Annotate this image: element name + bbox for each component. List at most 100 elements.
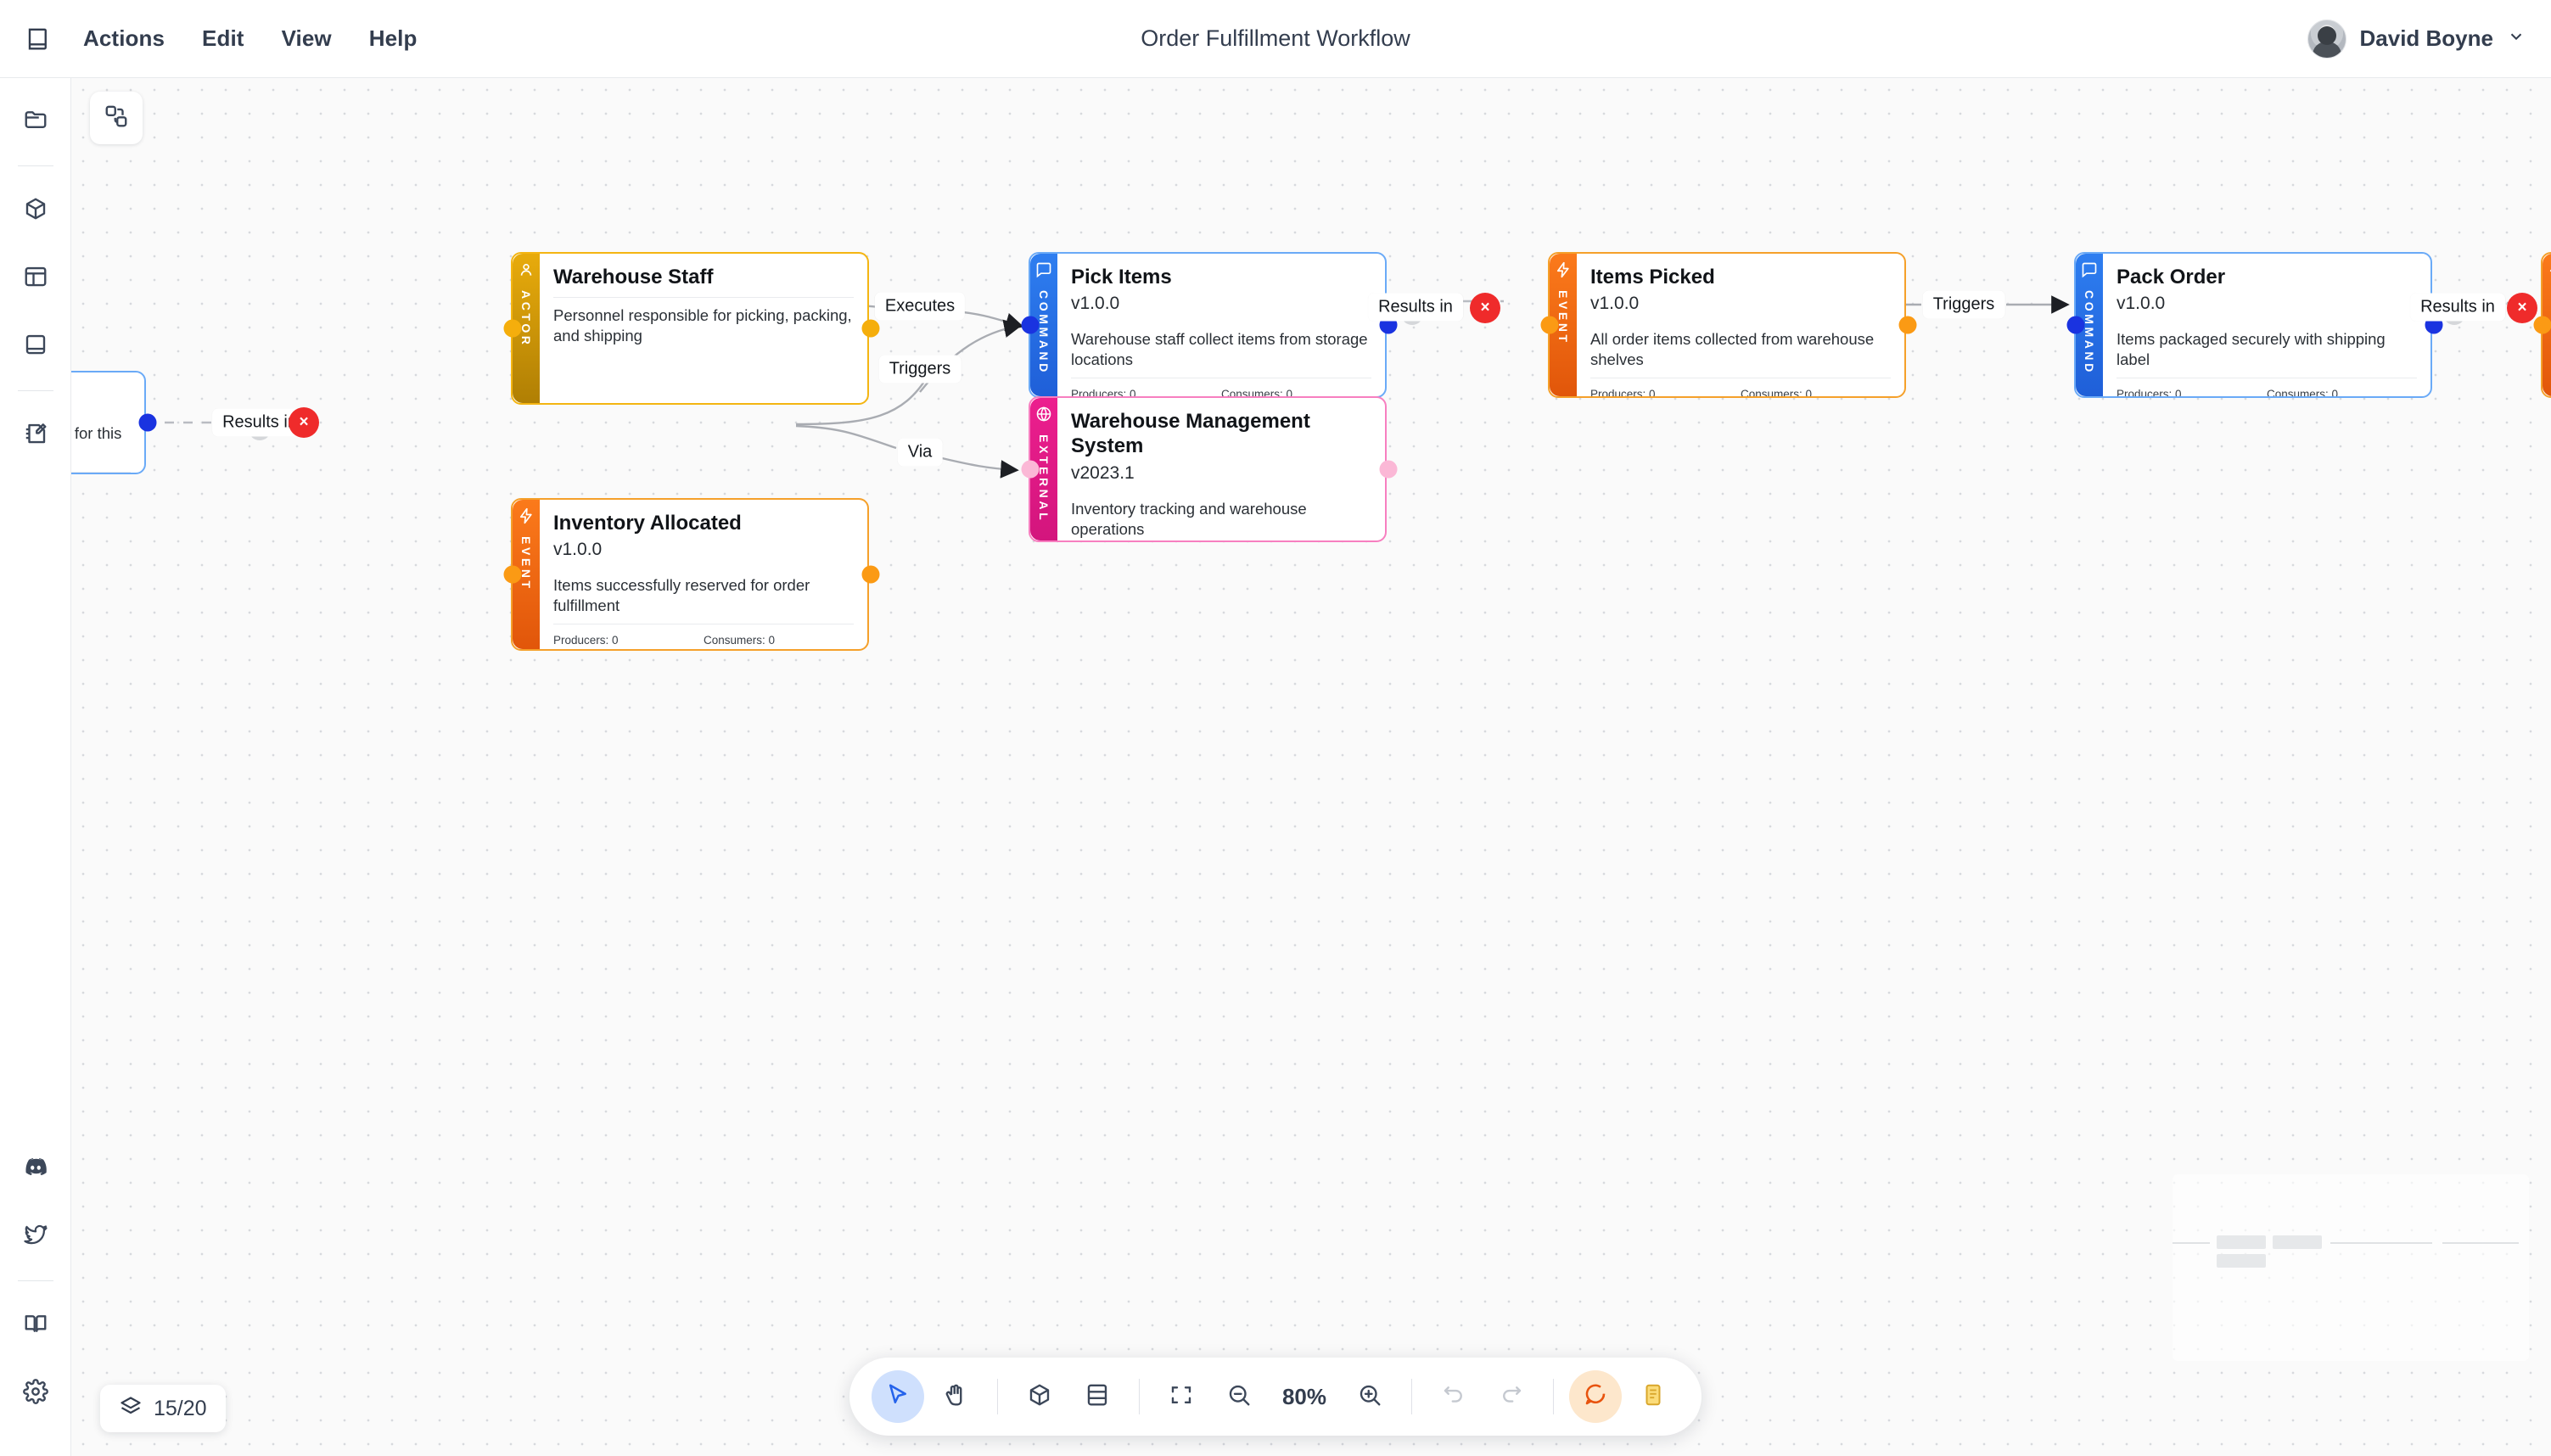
app-logo-icon[interactable] bbox=[19, 20, 58, 59]
node-handle-right[interactable] bbox=[1898, 316, 1917, 334]
toolbar-divider-3 bbox=[1411, 1379, 1413, 1414]
node-producers-owners: Producers: 0 Owners: 0 bbox=[1071, 386, 1221, 396]
divider bbox=[553, 297, 854, 299]
node-description: Items successfully reserved for order fu… bbox=[553, 576, 810, 615]
cursor-icon bbox=[885, 1382, 911, 1412]
node-stats: Producers: 0 Owners: 0 Consumers: 0 bbox=[2116, 378, 2417, 396]
node-handle-right[interactable] bbox=[1379, 460, 1398, 479]
sidebar-item-documentation[interactable] bbox=[11, 1301, 60, 1350]
edge-label-results-in-2[interactable]: Results in bbox=[1368, 293, 1463, 322]
fit-view-button[interactable] bbox=[1155, 1370, 1208, 1423]
node-items-picked[interactable]: EVENT Items Picked v1.0.0 All order item… bbox=[1540, 252, 1917, 398]
sidebar-item-files[interactable] bbox=[11, 97, 60, 146]
layers-icon bbox=[119, 1395, 143, 1423]
node-type-label: ACTOR bbox=[519, 290, 533, 348]
sidebar-item-layout[interactable] bbox=[11, 254, 60, 303]
node-type-label: COMMAND bbox=[2083, 290, 2096, 375]
select-tool-button[interactable] bbox=[871, 1370, 924, 1423]
package-icon bbox=[1027, 1382, 1052, 1412]
node-pick-items[interactable]: COMMAND Pick Items v1.0.0 Warehouse staf… bbox=[1021, 252, 1398, 398]
node-handle-left[interactable] bbox=[1021, 460, 1040, 479]
node-type-label: EXTERNAL bbox=[1037, 434, 1051, 524]
node-producers-owners: Producers: 0 Owners: 0 bbox=[1590, 386, 1741, 396]
edge-label-results-in-3[interactable]: Results in bbox=[2410, 293, 2505, 322]
node-warehouse-staff[interactable]: ACTOR Warehouse Staff Personnel responsi… bbox=[503, 252, 880, 405]
workflow-canvas[interactable]: Results in × Executes Triggers Via Resul… bbox=[71, 78, 2551, 1456]
arrange-nodes-button[interactable] bbox=[90, 92, 143, 144]
sidebar-item-twitter[interactable] bbox=[11, 1212, 60, 1261]
comment-icon bbox=[1583, 1382, 1608, 1412]
node-handle-left[interactable] bbox=[503, 319, 522, 338]
node-type-label: EVENT bbox=[2549, 290, 2551, 345]
user-name: David Boyne bbox=[2359, 25, 2494, 51]
layout-icon bbox=[23, 264, 48, 294]
user-icon bbox=[518, 261, 535, 283]
edge-label-via[interactable]: Via bbox=[897, 438, 943, 467]
toolbar-divider-4 bbox=[1553, 1379, 1555, 1414]
message-square-icon bbox=[2081, 261, 2098, 283]
node-inventory-allocated[interactable]: EVENT Inventory Allocated v1.0.0 Items s… bbox=[503, 498, 880, 651]
fit-screen-icon bbox=[1169, 1382, 1194, 1412]
package-view-button[interactable] bbox=[1013, 1370, 1066, 1423]
bolt-icon bbox=[2548, 261, 2551, 283]
node-producers-owners: Producers: 0 Owners: 0 bbox=[2116, 386, 2267, 396]
menu-item-help[interactable]: Help bbox=[368, 25, 418, 51]
sidebar-item-docs[interactable] bbox=[11, 322, 60, 371]
notebook-pen-icon bbox=[23, 421, 48, 451]
layout-view-button[interactable] bbox=[1071, 1370, 1124, 1423]
node-version: v1.0.0 bbox=[2116, 294, 2166, 314]
node-pack-order[interactable]: COMMAND Pack Order v1.0.0 Items packaged… bbox=[2066, 252, 2443, 398]
node-handle-left[interactable] bbox=[2533, 316, 2551, 334]
node-counter-text: 15/20 bbox=[154, 1396, 207, 1420]
redo-button[interactable] bbox=[1485, 1370, 1538, 1423]
gear-icon bbox=[22, 1378, 48, 1408]
node-handle-left[interactable] bbox=[1540, 316, 1559, 334]
pan-tool-button[interactable] bbox=[929, 1370, 982, 1423]
package-icon bbox=[23, 196, 48, 226]
node-handle-left[interactable] bbox=[1021, 316, 1040, 334]
zoom-in-button[interactable] bbox=[1343, 1370, 1396, 1423]
zoom-out-button[interactable] bbox=[1213, 1370, 1265, 1423]
node-handle-left[interactable] bbox=[2066, 316, 2085, 334]
edge-label-executes[interactable]: Executes bbox=[874, 292, 966, 321]
sidebar-item-settings[interactable] bbox=[11, 1369, 60, 1418]
node-warehouse-management-system[interactable]: EXTERNAL Warehouse Management System v20… bbox=[1021, 396, 1398, 542]
node-description: Items packaged securely with shipping la… bbox=[2116, 330, 2386, 369]
minimap[interactable] bbox=[2173, 1174, 2529, 1361]
edge-label-triggers-1[interactable]: Triggers bbox=[878, 355, 962, 384]
node-title: ory bbox=[71, 384, 131, 408]
node-title: Items Picked bbox=[1590, 266, 1715, 288]
node-handle-right[interactable] bbox=[861, 565, 880, 584]
menu-bar: Actions Edit View Help bbox=[83, 25, 418, 52]
node-order-packed-clipped[interactable]: EVENT bbox=[2533, 252, 2551, 398]
node-title: Inventory Allocated bbox=[553, 512, 742, 535]
edge-delete-button-3[interactable]: × bbox=[2507, 293, 2537, 323]
node-handle-right[interactable] bbox=[861, 319, 880, 338]
sidebar-item-services[interactable] bbox=[11, 186, 60, 235]
node-version: v1.0.0 bbox=[1590, 294, 1640, 314]
sidebar-item-editor[interactable] bbox=[11, 411, 60, 460]
edge-delete-button-2[interactable]: × bbox=[1470, 293, 1500, 323]
notes-button[interactable] bbox=[1627, 1370, 1679, 1423]
edge-label-triggers-2[interactable]: Triggers bbox=[1922, 290, 2005, 319]
node-handle-left[interactable] bbox=[503, 565, 522, 584]
bolt-icon bbox=[518, 507, 535, 529]
menu-item-edit[interactable]: Edit bbox=[202, 25, 244, 51]
zoom-level[interactable]: 80% bbox=[1281, 1383, 1327, 1409]
sidebar-item-discord[interactable] bbox=[11, 1144, 60, 1193]
node-inventory-clipped[interactable]: COMMAND ory house stock for this order C… bbox=[71, 371, 157, 474]
menu-item-view[interactable]: View bbox=[281, 25, 332, 51]
node-type-label: COMMAND bbox=[1037, 290, 1051, 375]
comment-button[interactable] bbox=[1569, 1370, 1623, 1423]
node-description: Personnel responsible for picking, packi… bbox=[553, 306, 852, 345]
user-menu[interactable]: David Boyne bbox=[2307, 19, 2526, 59]
undo-button[interactable] bbox=[1427, 1370, 1480, 1423]
menu-item-actions[interactable]: Actions bbox=[83, 25, 165, 51]
node-producers: Producers: 0 bbox=[1071, 388, 1136, 396]
node-description: All order items collected from warehouse… bbox=[1590, 330, 1875, 369]
edge-delete-button-1[interactable]: × bbox=[289, 407, 319, 438]
open-book-icon bbox=[23, 1311, 48, 1341]
node-stats: Consumers: 0 bbox=[71, 472, 131, 473]
zoom-out-icon bbox=[1226, 1382, 1252, 1412]
node-handle-right[interactable] bbox=[138, 413, 157, 432]
